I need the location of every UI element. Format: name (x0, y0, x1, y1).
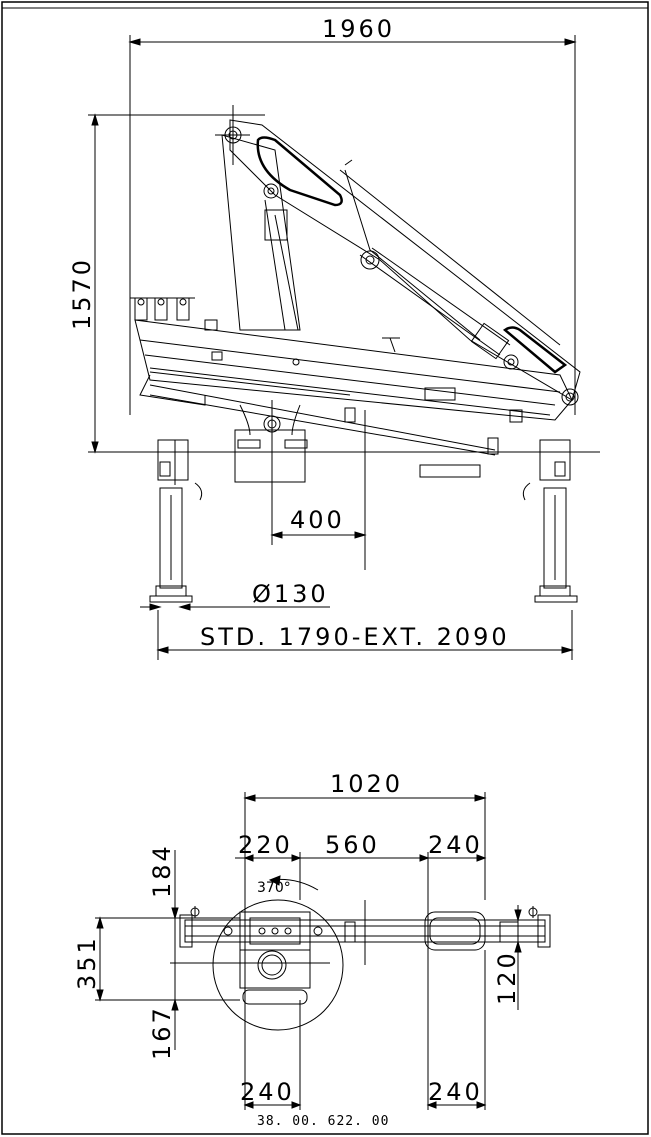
side-view (88, 35, 600, 660)
dim-offset: 400 (290, 506, 345, 534)
dim-height: 1570 (68, 257, 96, 330)
dim-240-top: 240 (428, 831, 483, 859)
dim-overall-width: 1020 (330, 770, 403, 798)
dim-560: 560 (325, 831, 380, 859)
dim-diameter: Ø130 (252, 580, 329, 608)
top-view (95, 792, 550, 1110)
dim-240-bottom-right: 240 (428, 1078, 483, 1106)
slew-angle: 370° (257, 880, 291, 896)
dim-167: 167 (148, 1005, 176, 1060)
drawing-number: 38. 00. 622. 00 (257, 1114, 389, 1129)
dim-220: 220 (238, 831, 293, 859)
dim-overall-length: 1960 (322, 15, 395, 43)
dim-120: 120 (493, 950, 521, 1005)
dim-240-bottom-left: 240 (240, 1078, 295, 1106)
dim-351: 351 (73, 935, 101, 990)
dim-184: 184 (148, 843, 176, 898)
dim-outrigger-span: STD. 1790-EXT. 2090 (200, 623, 510, 651)
